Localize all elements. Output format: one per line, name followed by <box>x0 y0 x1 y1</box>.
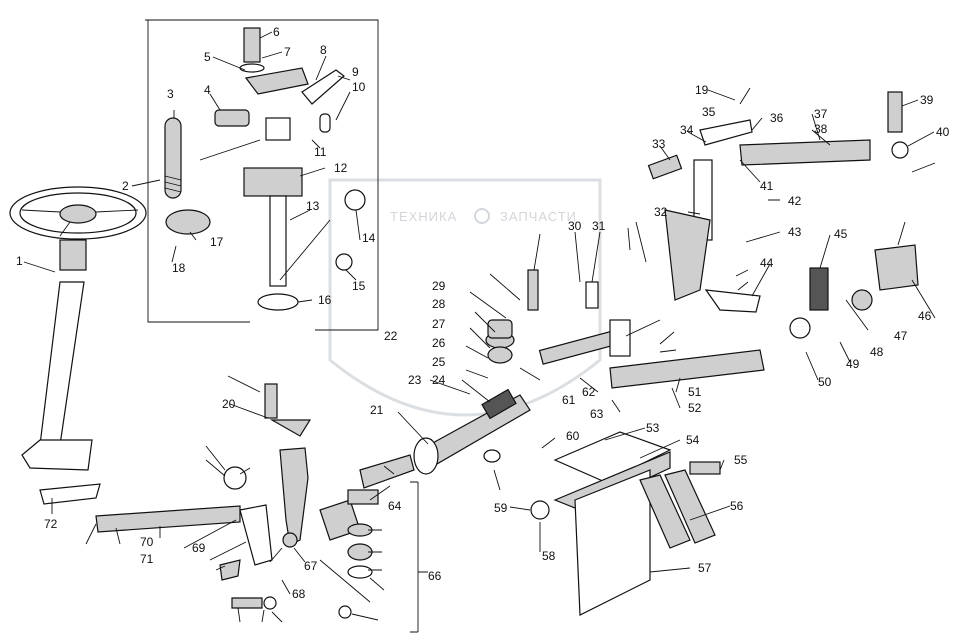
callout-61: 61 <box>562 393 576 407</box>
callout-67: 67 <box>304 559 318 573</box>
callout-28: 28 <box>432 297 446 311</box>
callout-32: 32 <box>654 205 668 219</box>
callout-64: 64 <box>388 499 402 513</box>
callout-23: 23 <box>408 373 422 387</box>
callout-13: 13 <box>306 199 320 213</box>
callout-59: 59 <box>494 501 508 515</box>
callout-46: 46 <box>918 309 932 323</box>
steering-arm-part <box>538 91 919 389</box>
callout-25: 25 <box>432 355 446 369</box>
callout-29: 29 <box>432 279 446 293</box>
callout-53: 53 <box>646 421 660 435</box>
watermark-left-text: ТЕХНИКА <box>390 209 457 224</box>
callout-63: 63 <box>590 407 604 421</box>
callout-36: 36 <box>770 111 784 125</box>
callout-27: 27 <box>432 317 446 331</box>
callout-11: 11 <box>314 145 327 159</box>
callout-38: 38 <box>814 122 828 136</box>
cardan-shaft-part <box>359 269 599 489</box>
callout-58: 58 <box>542 549 556 563</box>
watermark: ТЕХНИКА ЗАПЧАСТИ <box>328 178 602 417</box>
callout-15: 15 <box>352 279 366 293</box>
callout-55: 55 <box>734 453 748 467</box>
column-shaft-part <box>164 27 366 311</box>
callout-44: 44 <box>760 256 774 270</box>
callout-10: 10 <box>352 80 366 94</box>
callout-21: 21 <box>370 403 384 417</box>
callout-30: 30 <box>568 219 582 233</box>
callout-45: 45 <box>834 227 848 241</box>
callout-57: 57 <box>698 561 712 575</box>
callout-49: 49 <box>846 357 860 371</box>
callout-42: 42 <box>788 194 802 208</box>
callout-43: 43 <box>788 225 802 239</box>
callout-70: 70 <box>140 535 154 549</box>
callout-47: 47 <box>894 329 908 343</box>
callout-40: 40 <box>936 125 950 139</box>
callout-3: 3 <box>167 87 174 101</box>
callout-41: 41 <box>760 179 774 193</box>
callout-52: 52 <box>688 401 702 415</box>
callout-19: 19 <box>695 83 709 97</box>
callout-20: 20 <box>222 397 236 411</box>
callout-54: 54 <box>686 433 700 447</box>
callout-35: 35 <box>702 105 716 119</box>
callout-9: 9 <box>352 65 359 79</box>
callout-17: 17 <box>210 235 224 249</box>
callout-14: 14 <box>362 231 376 245</box>
callout-7: 7 <box>284 45 291 59</box>
callout-34: 34 <box>680 123 694 137</box>
callout-8: 8 <box>320 43 327 57</box>
callout-72: 72 <box>44 517 58 531</box>
callout-48: 48 <box>870 345 884 359</box>
leader-lines <box>23 31 936 623</box>
callout-69: 69 <box>192 541 206 555</box>
callout-71: 71 <box>140 552 154 566</box>
watermark-right-text: ЗАПЧАСТИ <box>500 209 577 224</box>
callout-50: 50 <box>818 375 832 389</box>
steering-column-box <box>145 19 379 331</box>
callout-37: 37 <box>814 107 828 121</box>
callout-4: 4 <box>204 83 211 97</box>
callout-39: 39 <box>920 93 934 107</box>
callout-56: 56 <box>730 499 744 513</box>
steering-wheel-part <box>9 186 147 471</box>
callout-18: 18 <box>172 261 186 275</box>
callout-62: 62 <box>582 385 596 399</box>
lower-linkage-part <box>39 383 379 619</box>
callout-51: 51 <box>688 385 702 399</box>
callout-5: 5 <box>204 50 211 64</box>
callout-6: 6 <box>273 25 280 39</box>
callout-31: 31 <box>592 219 606 233</box>
part-callouts: 1 2 3 4 5 6 7 8 9 10 11 12 13 14 15 16 1… <box>16 25 950 601</box>
callout-26: 26 <box>432 336 446 350</box>
callout-12: 12 <box>334 161 348 175</box>
bracket-group-66 <box>410 481 419 633</box>
callout-24: 24 <box>432 373 446 387</box>
callout-60: 60 <box>566 429 580 443</box>
callout-16: 16 <box>318 293 332 307</box>
callout-1: 1 <box>16 254 23 268</box>
callout-2: 2 <box>122 179 129 193</box>
callout-22: 22 <box>384 329 398 343</box>
callout-66: 66 <box>428 569 442 583</box>
callout-68: 68 <box>292 587 306 601</box>
callout-33: 33 <box>652 137 666 151</box>
mud-flap-part <box>530 431 721 616</box>
